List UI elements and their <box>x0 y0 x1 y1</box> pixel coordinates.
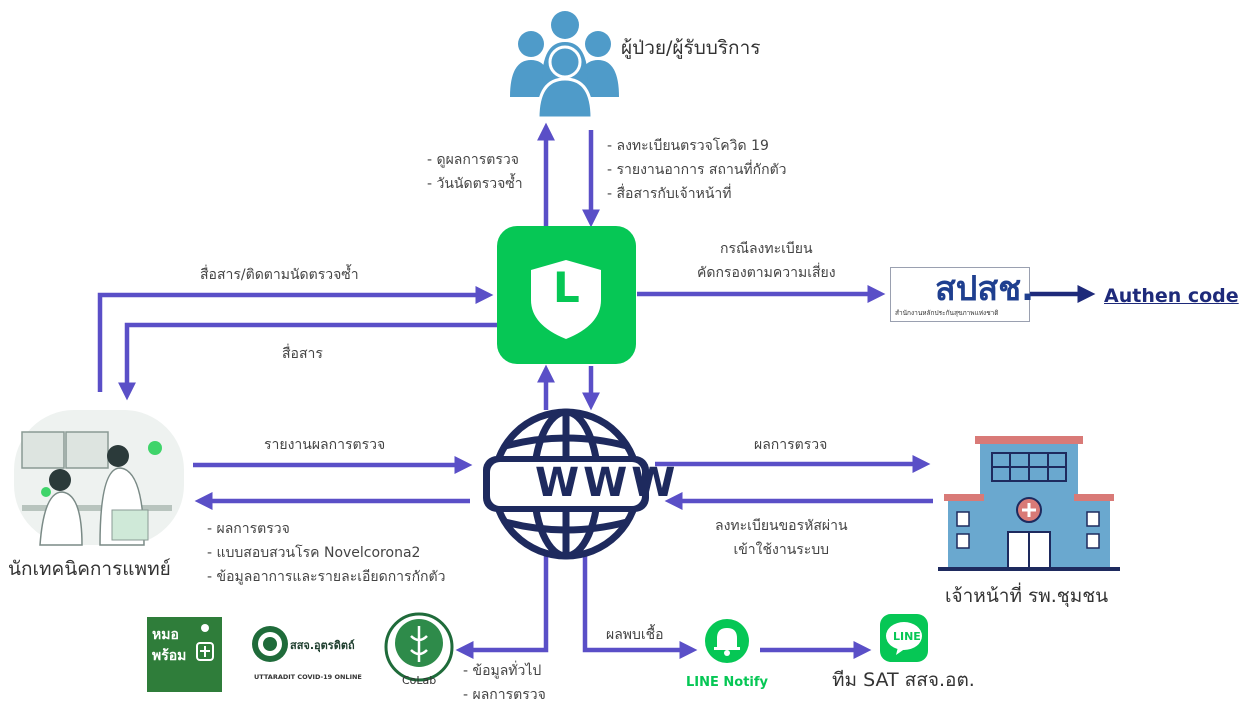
arrow-www-to-notify <box>582 553 698 659</box>
uttaradit-seal-icon <box>252 626 288 662</box>
label-register-case: กรณีลงทะเบียน <box>719 241 813 257</box>
label-risk-screening: คัดกรองตามความเสี่ยง <box>697 264 836 281</box>
patient-group-icon <box>510 11 619 120</box>
arrows <box>97 122 933 659</box>
label-revisit-date: - วันนัดตรวจซ้ำ <box>427 175 523 192</box>
hospital-illustration <box>938 436 1120 571</box>
label-communicate: สื่อสาร <box>282 346 323 362</box>
label-request-password: ลงทะเบียนขอรหัสผ่าน <box>715 518 848 534</box>
tech-receive-labels: - ผลการตรวจ - แบบสอบสวนโรค Novelcorona2 … <box>207 518 445 589</box>
register-risk-labels: กรณีลงทะเบียน คัดกรองตามความเสี่ยง <box>697 238 836 286</box>
label-view-results: - ดูผลการตรวจ <box>427 152 519 168</box>
patient-up-labels: - ดูผลการตรวจ - วันนัดตรวจซ้ำ <box>427 149 523 197</box>
arrow-line-to-tech <box>118 322 497 401</box>
uttaradit-name: สสจ.อุตรดิตถ์ <box>290 639 355 652</box>
label-general-info: - ข้อมูลทั่วไป <box>463 663 542 679</box>
nhso-logo-text: สปสช. <box>935 269 1035 309</box>
mor-prompt-logo <box>147 617 222 692</box>
node-lab-tech: นักเทคนิคการแพทย์ <box>8 558 171 580</box>
mor-prompt-text-2: พร้อม <box>152 648 187 664</box>
label-register-covid: - ลงทะเบียนตรวจโควิด 19 <box>607 138 769 154</box>
arrow-tech-to-line <box>97 286 494 392</box>
label-report-symptoms: - รายงานอาการ สถานที่กักตัว <box>607 161 787 178</box>
line-notify-bell-icon <box>705 619 749 663</box>
line-app-icon <box>880 614 928 662</box>
mor-prompt-text-1: หมอ <box>152 627 179 643</box>
label-positive-found: ผลพบเชื้อ <box>606 627 664 643</box>
label-report-results: รายงานผลการตรวจ <box>264 437 386 453</box>
www-label: WWW <box>535 460 680 506</box>
label-system-access: เข้าใช้งานระบบ <box>733 541 830 558</box>
label-results-to-hospital: ผลการตรวจ <box>754 437 828 453</box>
colab-seal-icon <box>384 612 454 682</box>
lab-technician-illustration <box>14 410 184 546</box>
hospital-register-labels: ลงทะเบียนขอรหัสผ่าน เข้าใช้งานระบบ <box>715 515 848 563</box>
label-contact-staff: - สื่อสารกับเจ้าหน้าที่ <box>607 185 732 202</box>
label-colab-results: - ผลการตรวจ <box>463 686 546 703</box>
arrow-www-to-colab <box>455 553 549 659</box>
label-quarantine-details: - ข้อมูลอาการและรายละเอียดการกักตัว <box>207 568 446 585</box>
www-banner-inner <box>490 462 642 506</box>
node-hospital-staff: เจ้าหน้าที่ รพ.ชุมชน <box>945 585 1109 607</box>
nhso-logo-subtitle: สำนักงานหลักประกันสุขภาพแห่งชาติ <box>895 309 999 317</box>
node-patient: ผู้ป่วย/ผู้รับบริการ <box>621 37 761 59</box>
colab-info-labels: - ข้อมูลทั่วไป - ผลการตรวจ <box>463 660 546 708</box>
label-follow-up: สื่อสาร/ติดตามนัดตรวจซ้ำ <box>200 267 359 283</box>
line-notify-label: LINE Notify <box>686 675 769 690</box>
uttaradit-subtitle: UTTARADIT COVID-19 ONLINE <box>254 673 362 681</box>
label-results: - ผลการตรวจ <box>207 521 290 537</box>
nhso-logo: สปสช. สำนักงานหลักประกันสุขภาพแห่งชาติ <box>890 267 1034 322</box>
line-oa-letter: L <box>553 263 580 312</box>
node-sat-team: ทีม SAT สสจ.อต. <box>832 669 975 691</box>
line-oa-icon <box>497 226 636 364</box>
patient-down-labels: - ลงทะเบียนตรวจโควิด 19 - รายงานอาการ สถ… <box>607 135 787 206</box>
line-app-label: LINE <box>893 630 921 643</box>
node-authen-code: Authen code <box>1104 285 1239 307</box>
colab-name: CoLab <box>402 674 437 687</box>
label-investigation-form: - แบบสอบสวนโรค Novelcorona2 <box>207 544 421 561</box>
